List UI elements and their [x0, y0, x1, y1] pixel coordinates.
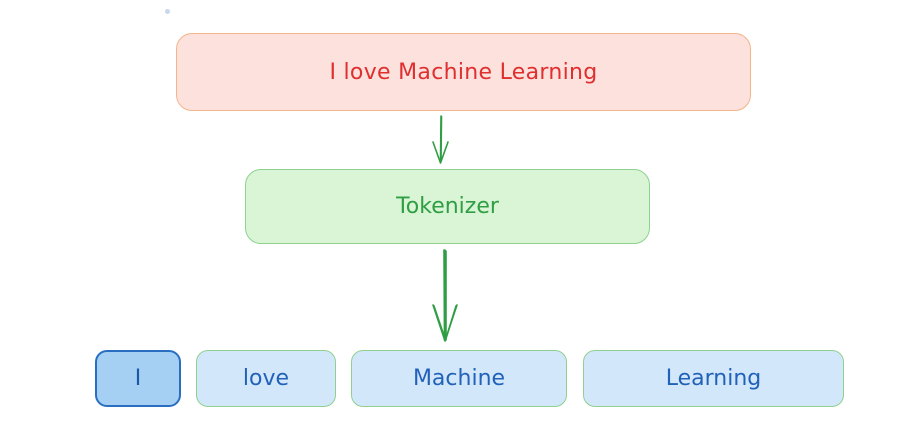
token-label: love [242, 366, 290, 391]
tokenizer-label: Tokenizer [396, 194, 499, 219]
token-box-machine: Machine [351, 350, 567, 407]
token-label: I [134, 366, 142, 391]
token-box-learning: Learning [583, 350, 844, 407]
arrow-input-to-tokenizer [432, 115, 449, 164]
token-label: Machine [412, 366, 506, 391]
canvas-dot [165, 9, 170, 14]
token-box-i: I [95, 350, 181, 407]
input-sentence-box: I love Machine Learning [176, 33, 751, 111]
token-label: Learning [665, 366, 762, 391]
input-sentence-text: I love Machine Learning [329, 59, 598, 85]
arrow-tokenizer-to-tokens [432, 249, 458, 342]
token-box-love: love [196, 350, 336, 407]
tokenizer-box: Tokenizer [245, 169, 650, 244]
